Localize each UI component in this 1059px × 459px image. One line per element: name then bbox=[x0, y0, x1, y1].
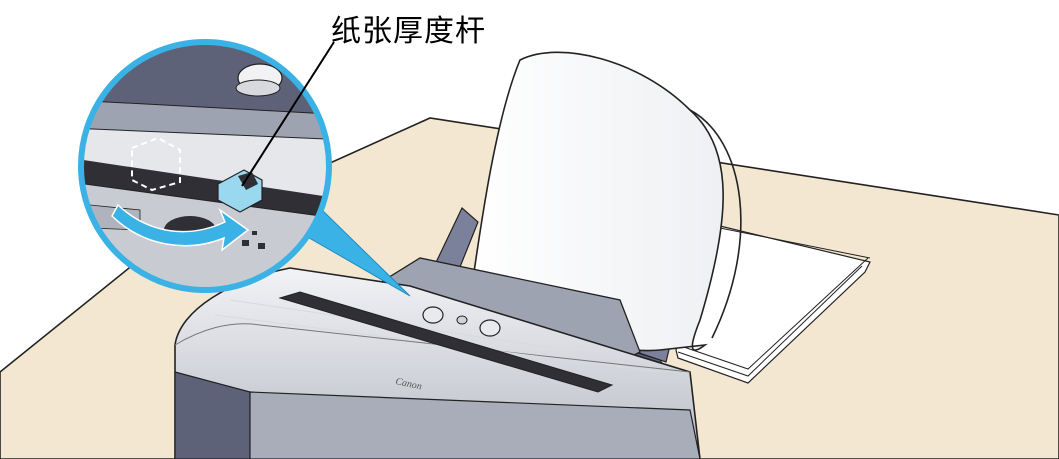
callout-label-lever: 纸张厚度杆 bbox=[331, 6, 486, 50]
power-button[interactable] bbox=[423, 307, 443, 323]
resume-button[interactable] bbox=[480, 320, 500, 336]
indicator-light bbox=[457, 316, 467, 324]
